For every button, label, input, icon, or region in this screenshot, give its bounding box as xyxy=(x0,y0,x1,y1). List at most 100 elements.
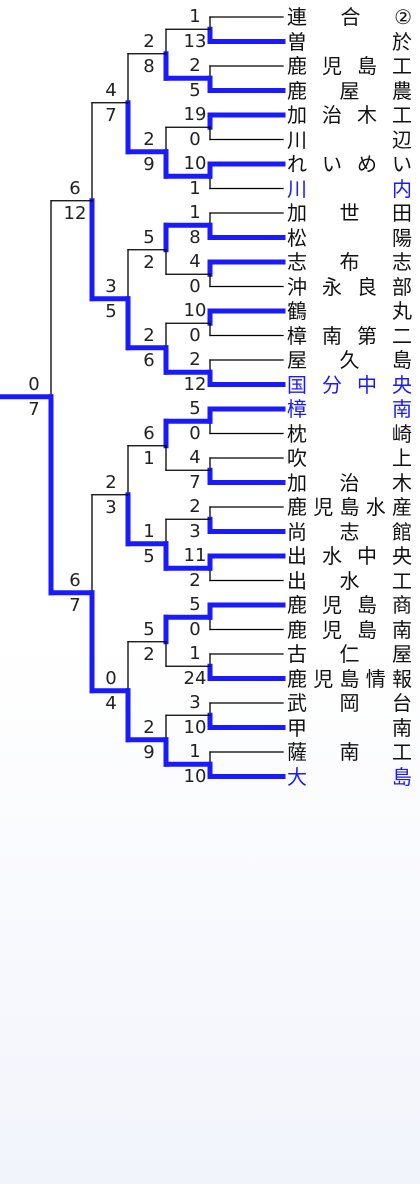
team-name-char: 報 xyxy=(392,666,412,691)
team-name: 屋久島 xyxy=(287,347,412,373)
team-name-char: 鹿 xyxy=(287,666,307,691)
match-score: 19 xyxy=(183,104,207,126)
match-score: 2 xyxy=(143,128,155,150)
match-score: 4 xyxy=(105,692,117,714)
team-name: 古仁屋 xyxy=(287,641,412,667)
team-name-char: 南 xyxy=(392,617,412,642)
match-score: 1 xyxy=(189,202,201,224)
team-name-char: 加 xyxy=(287,103,307,127)
team-name-char: 枕 xyxy=(287,421,307,446)
team-name-char: 央 xyxy=(392,372,412,397)
team-name-char: 農 xyxy=(392,78,412,103)
team-name-char: い xyxy=(322,152,342,176)
team-name-char: 内 xyxy=(392,176,412,201)
match-score: 1 xyxy=(143,447,155,469)
team-name: 枕崎 xyxy=(287,421,412,447)
team-name-char: 連 xyxy=(287,5,307,29)
team-name-char: 中 xyxy=(357,372,377,397)
team-name: 鹿児島情報 xyxy=(287,666,412,692)
match-score: 3 xyxy=(105,275,117,297)
team-name-char: 鹿 xyxy=(287,78,307,103)
team-name: 志布志 xyxy=(287,249,412,275)
team-name: 国分中央 xyxy=(287,372,412,398)
team-name-char: 薩 xyxy=(287,740,307,764)
team-name: 鹿屋農 xyxy=(287,78,412,104)
team-name: 甲南 xyxy=(287,715,412,741)
team-name-char: 大 xyxy=(287,764,307,789)
team-name-char: 水 xyxy=(339,568,360,593)
team-name-char: 鹿 xyxy=(287,495,307,519)
match-score: 2 xyxy=(143,30,155,52)
team-name-char: 岡 xyxy=(339,691,360,715)
team-name-char: 島 xyxy=(339,495,360,519)
match-score: 1 xyxy=(143,520,155,542)
team-name-char: ② xyxy=(394,5,412,29)
team-name-char: 世 xyxy=(339,201,360,225)
match-score: 5 xyxy=(143,545,155,567)
match-score: 24 xyxy=(183,668,207,690)
match-score: 5 xyxy=(143,226,155,248)
match-score: 2 xyxy=(189,570,201,592)
team-name-char: 吹 xyxy=(287,446,307,470)
match-score: 2 xyxy=(143,716,155,738)
team-name-char: 鹿 xyxy=(287,593,307,617)
team-name: れいめい xyxy=(287,151,412,177)
match-score: 1 xyxy=(189,178,201,200)
match-score: 6 xyxy=(143,422,155,444)
team-name: 鹿児島工 xyxy=(287,53,412,79)
team-name-char: 児 xyxy=(322,54,342,78)
team-name-char: 二 xyxy=(392,323,412,348)
team-name-char: 産 xyxy=(392,495,412,519)
team-name-char: 樟 xyxy=(287,397,307,421)
team-name-char: 加 xyxy=(287,201,307,225)
team-name-char: め xyxy=(357,152,377,176)
match-score: 3 xyxy=(189,521,201,543)
team-name-char: 久 xyxy=(339,348,360,372)
team-name: 鹿児島商 xyxy=(287,592,412,618)
team-name-char: 情 xyxy=(365,666,386,691)
team-name-char: 児 xyxy=(313,495,334,519)
match-score: 6 xyxy=(69,569,81,591)
match-score: 3 xyxy=(105,496,117,518)
match-score: 0 xyxy=(28,373,40,395)
match-score: 9 xyxy=(143,153,155,175)
team-name-char: 辺 xyxy=(392,127,412,152)
match-score: 11 xyxy=(183,545,207,567)
team-name-char: 永 xyxy=(322,274,342,299)
match-score: 12 xyxy=(183,374,207,396)
team-name-char: 田 xyxy=(392,201,412,225)
team-name: 吹上 xyxy=(287,445,412,471)
team-name: 加治木 xyxy=(287,470,412,496)
team-name: 松陽 xyxy=(287,225,412,251)
match-score: 12 xyxy=(63,202,87,224)
team-name: 沖永良部 xyxy=(287,274,412,300)
team-name-char: 鹿 xyxy=(287,617,307,642)
team-name: 川辺 xyxy=(287,127,412,153)
match-score: 0 xyxy=(189,619,201,641)
team-name-char: 志 xyxy=(287,250,307,274)
team-name-char: 治 xyxy=(339,470,360,495)
team-name: 加治木工 xyxy=(287,102,412,128)
match-score: 5 xyxy=(189,398,201,420)
team-name-char: 崎 xyxy=(392,421,412,446)
team-name-char: 児 xyxy=(313,666,334,691)
match-score: 7 xyxy=(28,398,40,420)
team-name-char: 工 xyxy=(392,54,412,78)
team-name-char: 島 xyxy=(392,348,412,372)
match-score: 5 xyxy=(189,80,201,102)
match-score: 7 xyxy=(105,104,117,126)
match-score: 6 xyxy=(143,349,155,371)
team-name-char: 水 xyxy=(365,495,386,519)
team-name-char: 館 xyxy=(392,519,412,544)
team-name-char: 鶴 xyxy=(287,299,307,323)
team-name-char: 南 xyxy=(392,715,412,740)
match-score: 10 xyxy=(183,766,207,788)
team-name: 武岡台 xyxy=(287,690,412,716)
team-name: 出水中央 xyxy=(287,543,412,569)
team-name-char: 於 xyxy=(392,29,412,54)
match-score: 10 xyxy=(183,717,207,739)
team-name-char: 志 xyxy=(392,250,412,274)
team-name-char: 鹿 xyxy=(287,54,307,78)
